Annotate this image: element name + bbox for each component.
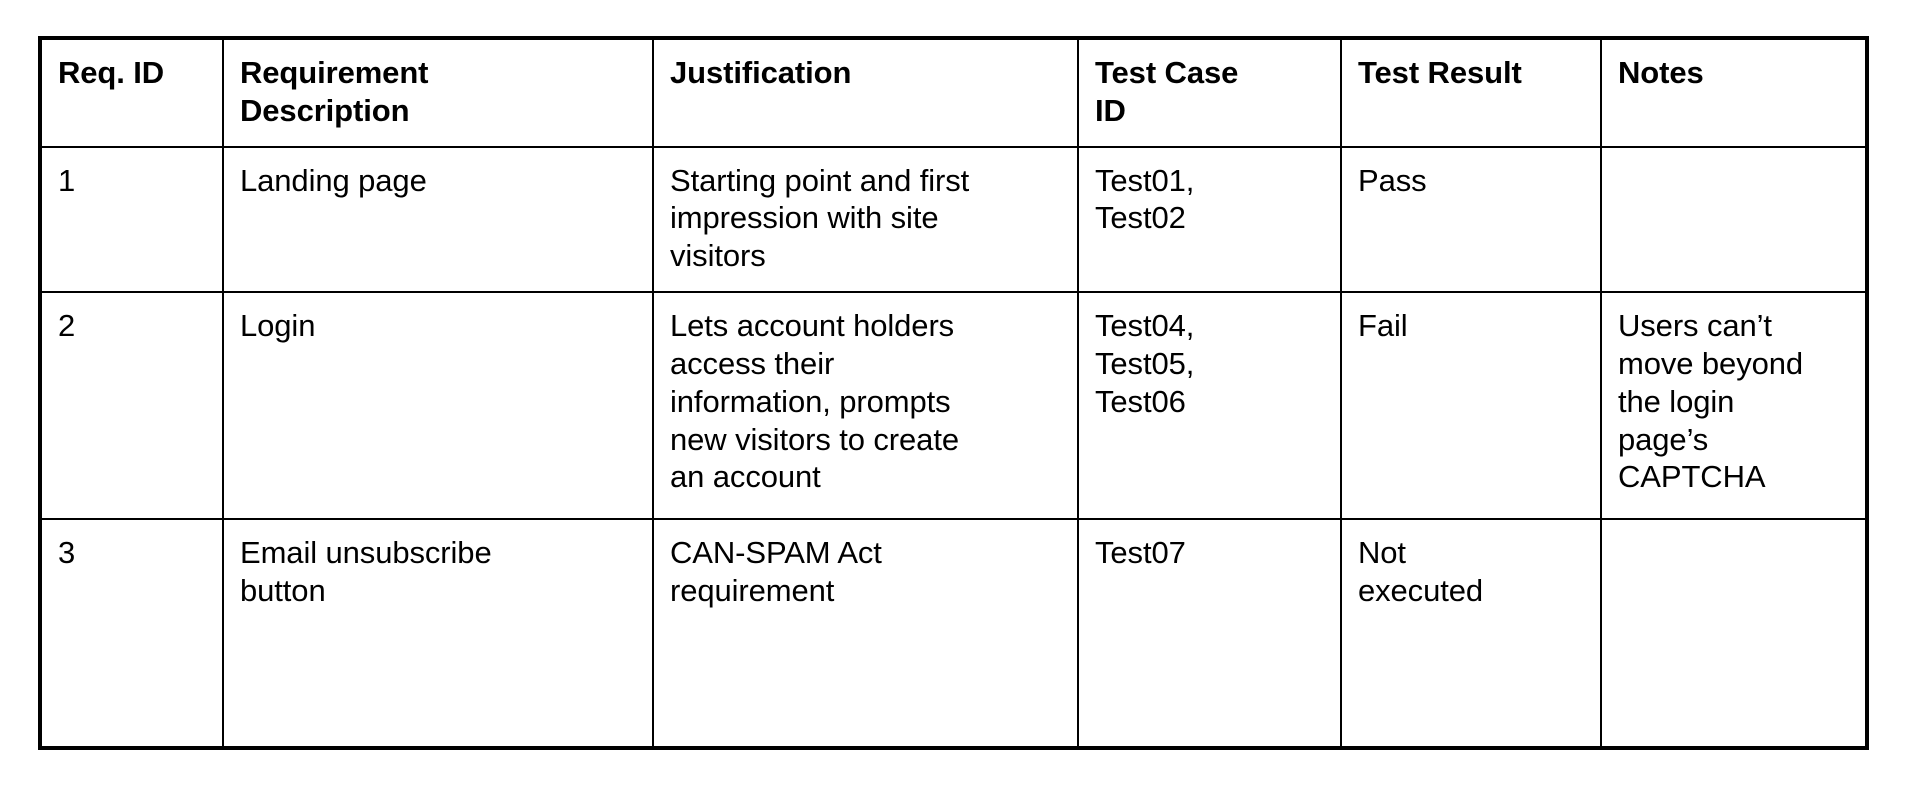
cell-test-case-id: Test04, Test05, Test06 xyxy=(1077,291,1342,521)
cell-requirement-description: Login xyxy=(222,291,654,521)
column-header-justification: Justification xyxy=(652,38,1079,148)
table-header: Req. ID Requirement Description Justific… xyxy=(40,38,1867,148)
cell-test-result: Fail xyxy=(1340,291,1602,521)
cell-notes-value: Users can’t move beyond the login page’s… xyxy=(1618,308,1804,495)
requirements-table-container: Req. ID Requirement Description Justific… xyxy=(38,35,1869,751)
cell-req-id: 2 xyxy=(40,291,224,521)
cell-test-result-value: Fail xyxy=(1358,308,1408,344)
cell-req-id: 1 xyxy=(40,145,224,294)
column-header-test-case-id-label: Test Case ID xyxy=(1095,55,1239,128)
requirements-traceability-table: Req. ID Requirement Description Justific… xyxy=(38,35,1869,751)
table-row: 1 Landing page Starting point and first … xyxy=(40,145,1867,294)
cell-requirement-description: Landing page xyxy=(222,145,654,294)
cell-test-case-id: Test07 xyxy=(1077,518,1342,749)
cell-req-id-value: 1 xyxy=(58,162,76,198)
column-header-notes: Notes xyxy=(1600,38,1867,148)
cell-justification: Lets account holders access their inform… xyxy=(652,291,1079,521)
cell-test-case-id-value: Test01, Test02 xyxy=(1095,162,1195,236)
column-header-req-id-label: Req. ID xyxy=(58,55,165,90)
cell-justification-value: CAN-SPAM Act requirement xyxy=(670,535,882,608)
cell-test-case-id: Test01, Test02 xyxy=(1077,145,1342,294)
column-header-justification-label: Justification xyxy=(670,55,852,90)
cell-req-id: 3 xyxy=(40,518,224,749)
cell-justification-value: Starting point and first impression with… xyxy=(670,162,970,274)
column-header-notes-label: Notes xyxy=(1618,55,1704,90)
cell-test-result: Not executed xyxy=(1340,518,1602,749)
cell-notes xyxy=(1600,145,1867,294)
cell-notes: Users can’t move beyond the login page’s… xyxy=(1600,291,1867,521)
cell-notes xyxy=(1600,518,1867,749)
column-header-requirement-description-label: Requirement Description xyxy=(240,55,429,128)
cell-req-id-value: 3 xyxy=(58,535,76,571)
cell-requirement-description-value: Landing page xyxy=(240,162,427,198)
cell-test-result-value: Pass xyxy=(1358,162,1427,198)
cell-requirement-description-value: Login xyxy=(240,308,316,344)
cell-test-case-id-value: Test04, Test05, Test06 xyxy=(1095,308,1195,419)
column-header-test-case-id: Test Case ID xyxy=(1077,38,1342,148)
table-body: 1 Landing page Starting point and first … xyxy=(40,145,1867,749)
cell-requirement-description-value: Email unsubscribe button xyxy=(240,535,492,608)
cell-req-id-value: 2 xyxy=(58,308,76,344)
cell-justification: CAN-SPAM Act requirement xyxy=(652,518,1079,749)
table-row: 2 Login Lets account holders access thei… xyxy=(40,291,1867,521)
column-header-req-id: Req. ID xyxy=(40,38,224,148)
column-header-requirement-description: Requirement Description xyxy=(222,38,654,148)
cell-test-result-value: Not executed xyxy=(1358,535,1484,608)
cell-test-case-id-value: Test07 xyxy=(1095,535,1186,571)
cell-requirement-description: Email unsubscribe button xyxy=(222,518,654,749)
cell-justification: Starting point and first impression with… xyxy=(652,145,1079,294)
column-header-test-result: Test Result xyxy=(1340,38,1602,148)
table-header-row: Req. ID Requirement Description Justific… xyxy=(40,38,1867,148)
cell-test-result: Pass xyxy=(1340,145,1602,294)
column-header-test-result-label: Test Result xyxy=(1358,55,1522,90)
cell-justification-value: Lets account holders access their inform… xyxy=(670,308,959,495)
table-row: 3 Email unsubscribe button CAN-SPAM Act … xyxy=(40,518,1867,749)
